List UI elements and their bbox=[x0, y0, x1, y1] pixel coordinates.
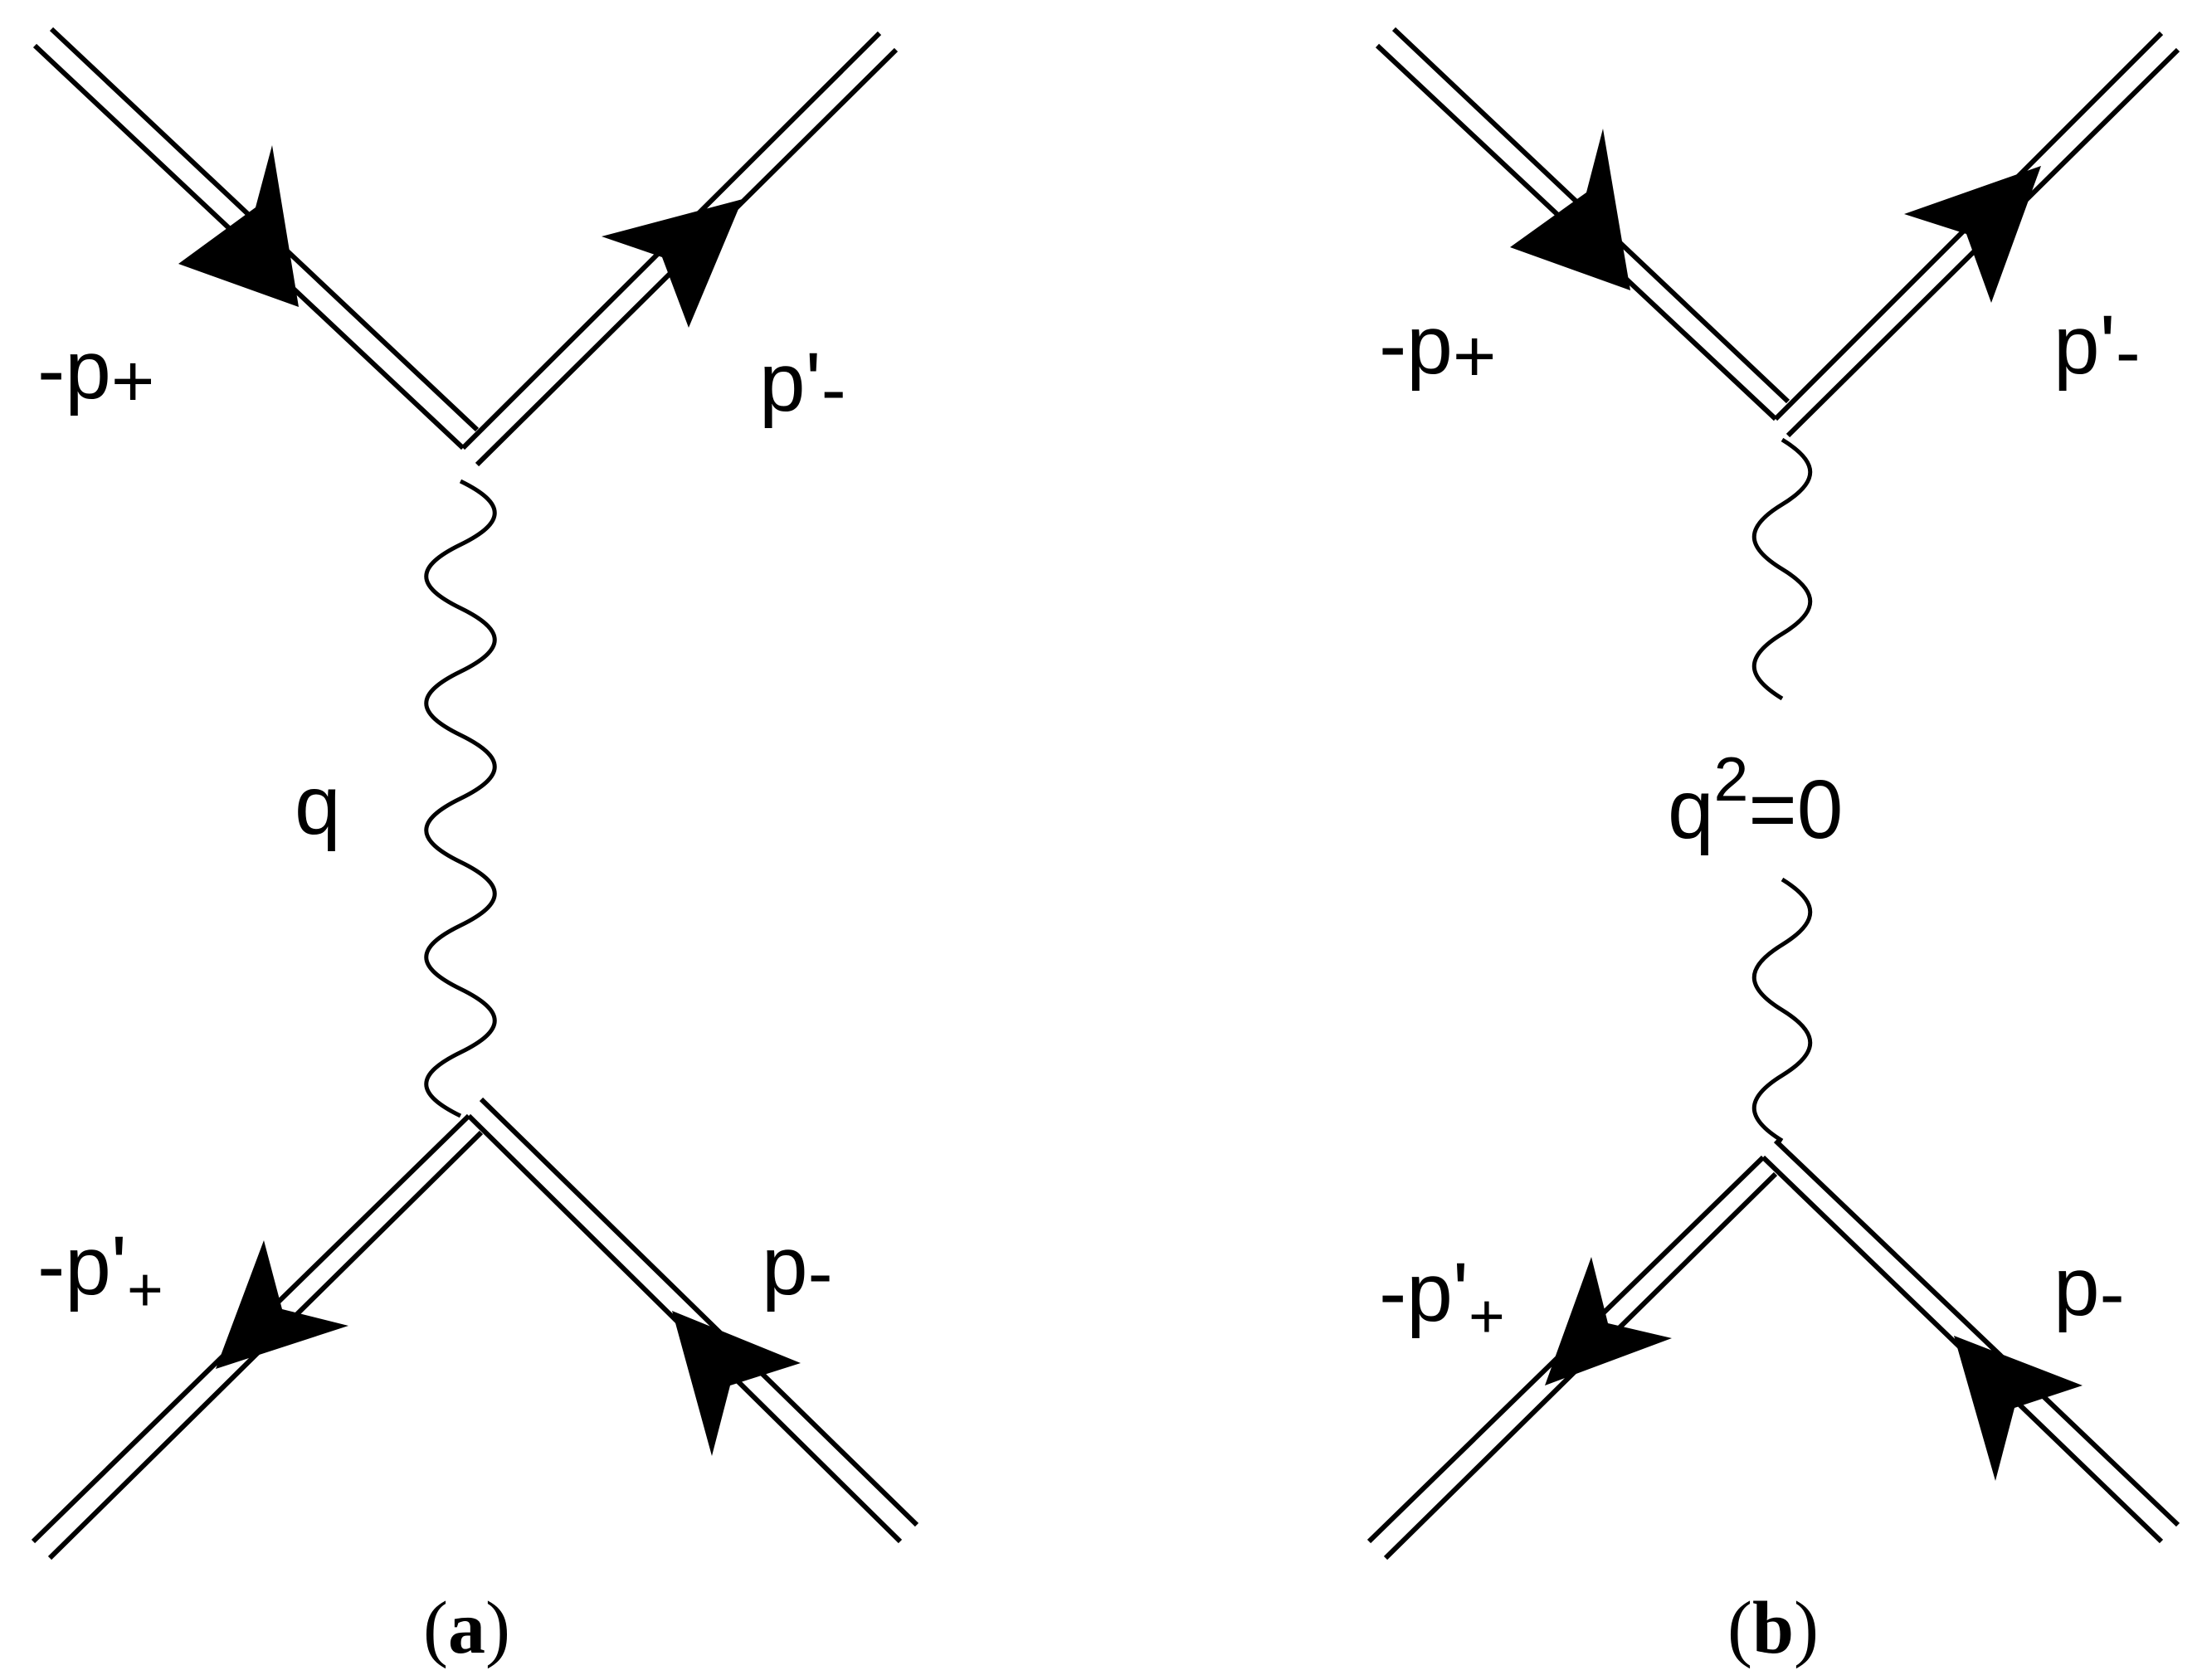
photon-propagator-a bbox=[424, 479, 497, 1118]
label-propagator-b: q2=0 bbox=[1668, 744, 1843, 856]
label-top-left-b: -p+ bbox=[1379, 299, 1496, 398]
arrow-icon-bottom-right bbox=[1954, 1336, 2083, 1481]
label-bottom-left-a: -p'+ bbox=[37, 1220, 163, 1324]
label-propagator-a: q bbox=[295, 759, 341, 852]
arrow-icon-bottom-right bbox=[672, 1311, 801, 1456]
panel-a: -p+ p'- -p'+ p- q (a) bbox=[31, 27, 919, 1669]
arrow-icon bbox=[174, 1605, 203, 1643]
label-top-right-a: p'- bbox=[759, 336, 846, 431]
arrow-icon-bottom-left bbox=[1545, 1257, 1672, 1385]
arrow-icon-top-right bbox=[1904, 166, 2041, 303]
label-top-left-a: -p+ bbox=[37, 324, 154, 423]
label-bottom-right-b: p- bbox=[2053, 1240, 2125, 1336]
fermion-line-bottom-right bbox=[1761, 1138, 2180, 1544]
arrow-icon-bottom-left bbox=[216, 1240, 348, 1369]
label-bottom-left-b: -p'+ bbox=[1379, 1246, 1505, 1351]
photon-propagator-b-lower bbox=[1751, 877, 1813, 1143]
arrow-icon-top-left bbox=[178, 145, 299, 307]
arrow-icon-top-right bbox=[602, 199, 743, 328]
label-bottom-right-a: p- bbox=[762, 1220, 833, 1315]
caption-a: (a) bbox=[423, 1587, 510, 1669]
arrow-icon-top-left bbox=[1510, 129, 1630, 290]
panel-b: -p+ p'- -p'+ p- q2=0 (b) bbox=[1367, 27, 2180, 1669]
photon-propagator-b-upper bbox=[1751, 437, 1813, 701]
caption-b: (b) bbox=[1727, 1587, 1819, 1669]
label-top-right-b: p'- bbox=[2053, 299, 2141, 394]
